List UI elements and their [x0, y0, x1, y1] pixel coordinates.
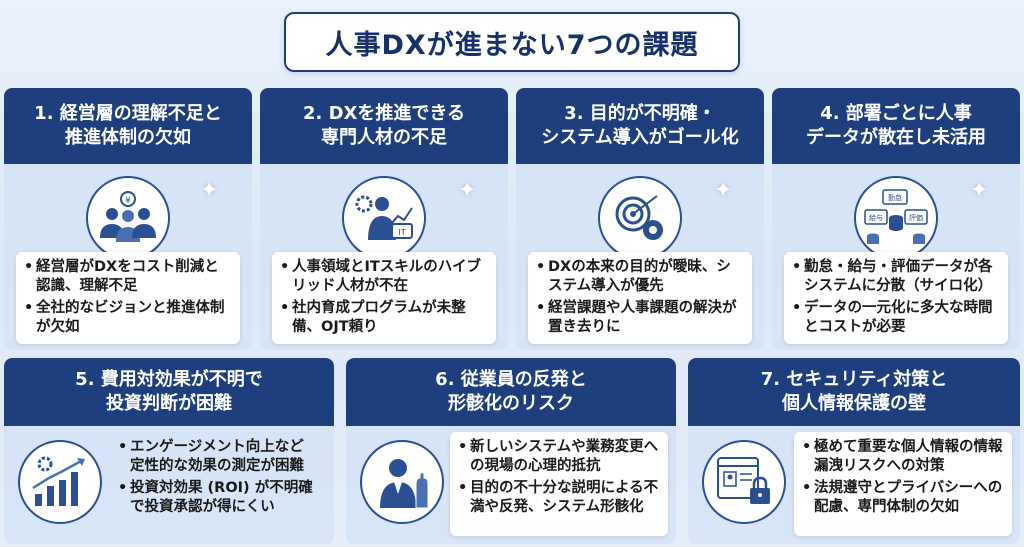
executives-icon: ¥	[86, 176, 170, 260]
card-heading: 5. 費用対効果が不明で 投資判断が困難	[4, 358, 334, 426]
bullet-list: 新しいシステムや業務変更への現場の心理的抵抗 目的の不十分な説明による不満や反発…	[450, 432, 668, 536]
data-silo-icon: 勤怠 給与 評価	[854, 176, 938, 260]
bullet-item: エンゲージメント向上など定性的な効果の測定が困難	[118, 438, 318, 477]
card-heading: 4. 部署ごとに人事 データが散在し未活用	[772, 88, 1020, 164]
sparkle-icon: ✦	[200, 178, 219, 203]
bullet-item: 法規遵守とプライバシーへの配慮、専門体制の欠如	[802, 479, 1004, 518]
issue-card-7: 7. セキュリティ対策と 個人情報保護の壁 極めて重要な個人情報の情報漏洩リスク…	[688, 358, 1020, 544]
bullet-list: 勤怠・給与・評価データが各システムに分散（サイロ化） データの一元化に多大な時間…	[784, 252, 1008, 344]
issue-card-2: 2. DXを推進できる 専門人材の不足 IT ✦ 人事領域とITスキルのハイブリ…	[260, 88, 508, 350]
bullet-list: 経営層がDXをコスト削減と認識、理解不足 全社的なビジョンと推進体制が欠如	[16, 252, 240, 344]
it-specialist-icon: IT	[342, 176, 426, 260]
bullet-item: 新しいシステムや業務変更への現場の心理的抵抗	[458, 438, 660, 477]
bullet-item: 経営課題や人事課題の解決が置き去りに	[536, 299, 744, 338]
issue-card-1: 1. 経営層の理解不足と 推進体制の欠如 ¥ ✦ 経営層がDXをコスト削減と認識…	[4, 88, 252, 350]
icon-label: 評価	[909, 213, 923, 222]
bullet-list: エンゲージメント向上など定性的な効果の測定が困難 投資対効果 (ROI) が不明…	[110, 432, 326, 536]
sparkle-icon: ✦	[714, 178, 733, 203]
svg-text:IT: IT	[398, 228, 405, 237]
card-heading: 6. 従業員の反発と 形骸化のリスク	[346, 358, 676, 426]
bullet-item: 投資対効果 (ROI) が不明確で投資承認が得にくい	[118, 479, 318, 518]
issue-card-4: 4. 部署ごとに人事 データが散在し未活用 勤怠 給与 評価 ✦ 勤怠・給与・評…	[772, 88, 1020, 350]
card-heading: 7. セキュリティ対策と 個人情報保護の壁	[688, 358, 1020, 426]
bullet-list: 人事領域とITスキルのハイブリッド人材が不在 社内育成プログラムが未整備、OJT…	[272, 252, 496, 344]
security-lock-icon	[702, 440, 786, 524]
issue-card-3: 3. 目的が不明確・ システム導入がゴール化 ✦ DXの本来の目的が曖昧、システ…	[516, 88, 764, 350]
page-title: 人事DXが進まない7つの課題	[325, 29, 699, 61]
bullet-item: 全社的なビジョンと推進体制が欠如	[24, 299, 232, 338]
sparkle-icon: ✦	[970, 178, 989, 203]
bullet-item: 極めて重要な個人情報の情報漏洩リスクへの対策	[802, 438, 1004, 477]
bullet-list: 極めて重要な個人情報の情報漏洩リスクへの対策 法規遵守とプライバシーへの配慮、専…	[794, 432, 1012, 536]
bullet-item: 目的の不十分な説明による不満や反発、システム形骸化	[458, 479, 660, 518]
bullet-item: DXの本来の目的が曖昧、システム導入が優先	[536, 258, 744, 297]
bullet-item: 人事領域とITスキルのハイブリッド人材が不在	[280, 258, 488, 297]
growth-chart-icon	[18, 440, 102, 524]
icon-label: 給与	[869, 213, 883, 222]
bullet-list: DXの本来の目的が曖昧、システム導入が優先 経営課題や人事課題の解決が置き去りに	[528, 252, 752, 344]
target-gear-icon	[598, 176, 682, 260]
bullet-item: 社内育成プログラムが未整備、OJT頼り	[280, 299, 488, 338]
icon-label: 勤怠	[888, 193, 902, 202]
issue-card-5: 5. 費用対効果が不明で 投資判断が困難 エンゲージメント向上など定性的な効果の…	[4, 358, 334, 544]
svg-text:¥: ¥	[125, 196, 131, 206]
card-heading: 3. 目的が不明確・ システム導入がゴール化	[516, 88, 764, 164]
bullet-item: 経営層がDXをコスト削減と認識、理解不足	[24, 258, 232, 297]
bullet-item: データの一元化に多大な時間とコストが必要	[792, 299, 1000, 338]
title-banner: 人事DXが進まない7つの課題	[284, 12, 740, 72]
issue-card-6: 6. 従業員の反発と 形骸化のリスク 新しいシステムや業務変更への現場の心理的抵…	[346, 358, 676, 544]
card-heading: 1. 経営層の理解不足と 推進体制の欠如	[4, 88, 252, 164]
sparkle-icon: ✦	[458, 178, 477, 203]
bullet-item: 勤怠・給与・評価データが各システムに分散（サイロ化）	[792, 258, 1000, 297]
employee-stop-icon	[360, 440, 444, 524]
card-heading: 2. DXを推進できる 専門人材の不足	[260, 88, 508, 164]
